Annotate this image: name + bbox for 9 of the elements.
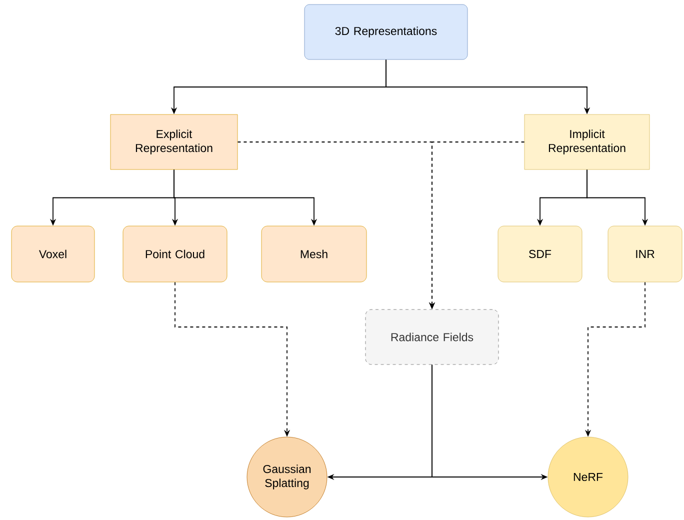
leaf-box: INR [608,226,682,282]
leaf-box: SDF [498,226,582,282]
leaf-box: Mesh [261,226,367,282]
root-box: 3D Representations [304,4,468,60]
category-box: Explicit Representation [110,114,238,170]
category-box: Implicit Representation [524,114,650,170]
leaf-box: Point Cloud [122,226,228,282]
intermediate-box: Radiance Fields [365,309,499,365]
leaf-box: Voxel [11,226,95,282]
